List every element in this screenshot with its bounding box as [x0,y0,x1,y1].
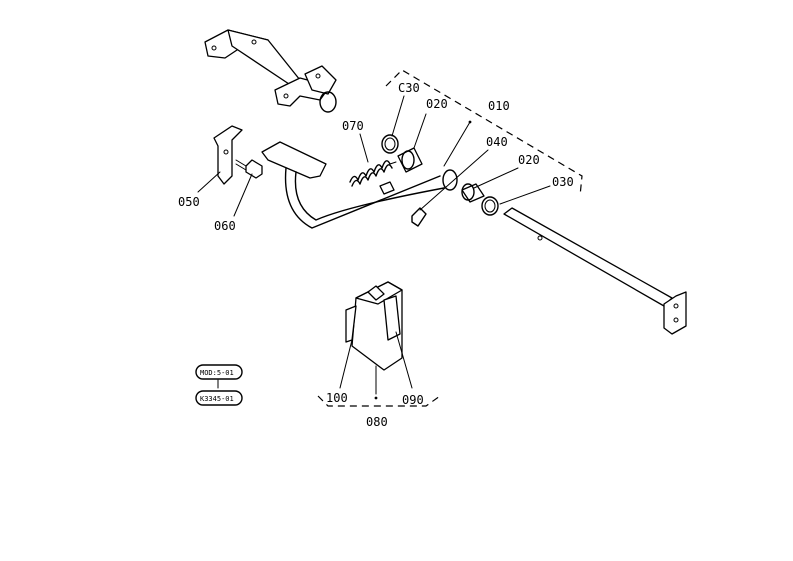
pedal-pad-assembly-080 [345,281,403,371]
spring-070 [349,160,397,187]
bolt-060 [235,159,263,179]
model-tag: MOD:5-01 [195,364,243,380]
pedal-arm-010 [261,141,458,229]
label-020-right: 020 [518,153,540,167]
label-080: 080 [366,415,388,429]
reference-tag-text: K3345-01 [200,395,234,403]
label-040: 040 [486,135,508,149]
label-030-right: 030 [552,175,574,189]
collar-030-left [381,134,399,154]
group-bracket-080 [317,395,441,407]
bushing-020-left [397,147,423,173]
label-020-left: 020 [426,97,448,111]
label-060: 060 [214,219,236,233]
bracket-plate-050 [213,125,243,185]
mounting-bracket [204,29,337,113]
bushing-020-right [461,183,485,203]
label-070: 070 [342,119,364,133]
label-100: 100 [326,391,348,405]
label-030-left: C30 [398,81,420,95]
label-010: 010 [488,99,510,113]
model-tag-text: MOD:5-01 [200,369,234,377]
shaft [503,207,687,335]
reference-tag: K3345-01 [195,390,243,406]
group-bracket-010 [385,69,583,197]
clip-040 [411,207,427,227]
leader-lines [197,95,551,400]
collar-030-right [481,196,499,216]
label-090: 090 [402,393,424,407]
label-050: 050 [178,195,200,209]
